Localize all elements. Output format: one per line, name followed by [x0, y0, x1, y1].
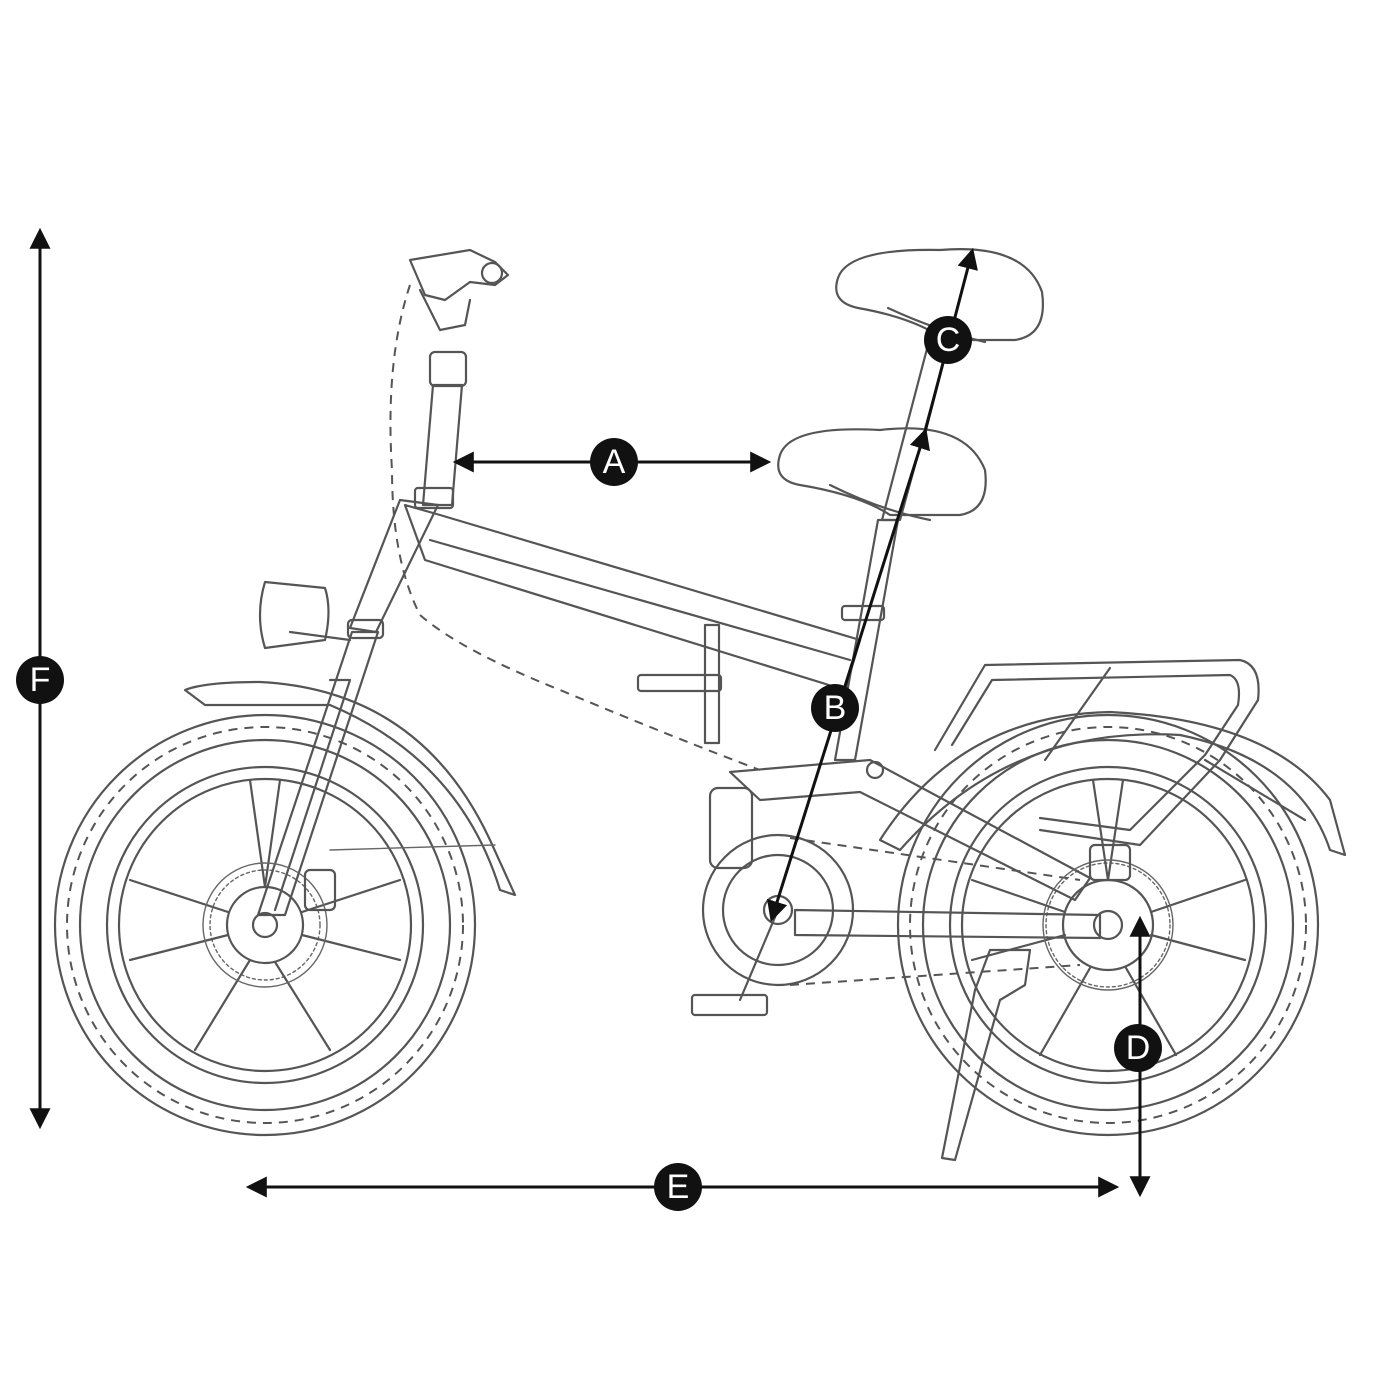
rear-fender — [878, 710, 1347, 857]
rear-wheel-spokes — [970, 778, 1247, 1057]
rear-triangle — [708, 758, 1102, 940]
label-f: F — [16, 656, 64, 704]
dimension-lines — [29, 227, 1151, 1198]
label-f-text: F — [30, 661, 51, 699]
label-e-text: E — [667, 1168, 690, 1206]
rear-rack — [933, 658, 1307, 847]
rear-disc-brake — [1042, 843, 1174, 991]
brake-cable — [329, 844, 496, 851]
front-disc-brake — [202, 862, 337, 988]
front-wheel — [53, 713, 477, 1137]
label-c: C — [924, 316, 972, 364]
label-d-text: D — [1126, 1029, 1151, 1067]
label-c-text: C — [936, 321, 961, 359]
coiled-cable — [389, 284, 761, 771]
dimension-line-b — [767, 427, 930, 923]
main-frame — [403, 503, 862, 745]
bike-illustration — [53, 248, 1347, 1162]
label-e: E — [654, 1163, 702, 1211]
front-fender — [183, 680, 517, 897]
rear-wheel — [896, 713, 1320, 1137]
front-wheel-spokes — [128, 778, 402, 1052]
saddle-lower — [777, 427, 987, 522]
headlight — [258, 580, 352, 650]
label-b: B — [811, 684, 859, 732]
label-d: D — [1114, 1024, 1162, 1072]
label-a: A — [590, 438, 638, 486]
kickstand — [940, 948, 1032, 1162]
label-b-text: B — [824, 689, 847, 727]
handlebar-stem — [348, 248, 510, 634]
label-a-text: A — [603, 443, 626, 481]
